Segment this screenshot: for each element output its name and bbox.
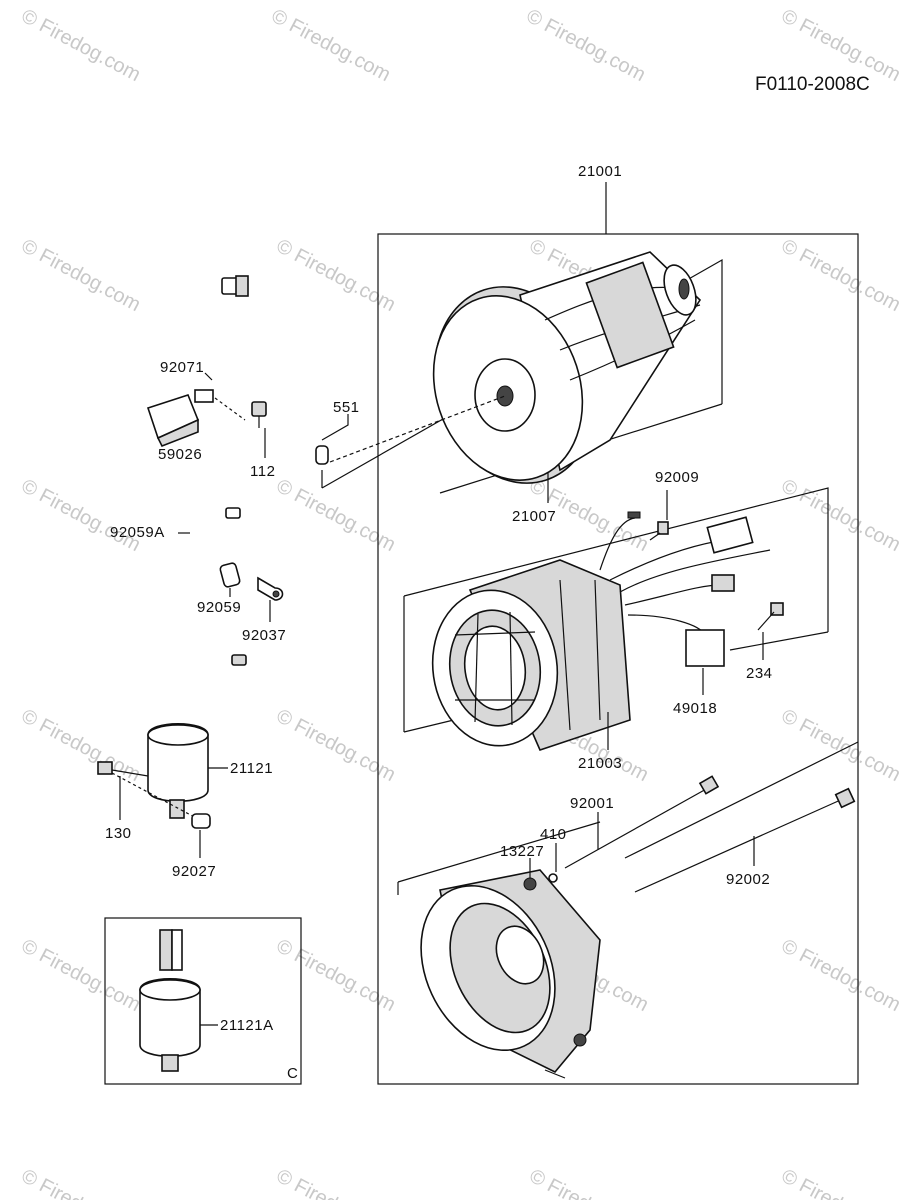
watermark-text: © Firedog.com [523, 5, 649, 86]
axis-line [329, 395, 506, 463]
part-label-21121: 21121 [230, 760, 273, 777]
part-label-21121a: 21121A [220, 1017, 274, 1034]
watermark-text: © Firedog.com [18, 5, 144, 86]
part-label-92027: 92027 [172, 863, 216, 880]
rotor-21007 [432, 251, 702, 484]
part-label-21003: 21003 [578, 755, 622, 772]
watermark-text: © Firedog.com [18, 235, 144, 316]
housing-subframe [397, 821, 601, 883]
part-label-59026: 59026 [158, 446, 202, 463]
part-label-410: 410 [540, 826, 567, 843]
part-label-21001: 21001 [578, 163, 622, 180]
housing-subframe [624, 741, 859, 859]
capacitor-21121 [147, 507, 247, 819]
axis-line [111, 772, 201, 821]
washer-410 [548, 873, 558, 883]
housing-13227 [420, 869, 601, 1079]
watermark-text: © Firedog.com [18, 935, 144, 1016]
watermark-text: © Firedog.com [273, 475, 399, 556]
bolt-112 [251, 401, 267, 428]
part-label-551: 551 [333, 399, 360, 416]
part-label-234: 234 [746, 665, 773, 682]
stator-21003 [431, 559, 631, 751]
part-label-13227: 13227 [500, 843, 544, 860]
part-label-92002: 92002 [726, 871, 770, 888]
assembly-frame [377, 233, 859, 1085]
watermark-text: © Firedog.com [273, 235, 399, 316]
watermark-text: © Firedog.com [778, 705, 904, 786]
stator-wiring [599, 511, 771, 667]
stator-subframe [729, 631, 829, 651]
part-label-49018: 49018 [673, 700, 717, 717]
terminal-92037 [257, 576, 284, 601]
watermark-text: © Firedog.com [526, 1165, 652, 1200]
part-label-130: 130 [105, 825, 132, 842]
axis-line [214, 397, 246, 421]
part-label-92037: 92037 [242, 627, 286, 644]
bolt-92001 [564, 775, 720, 869]
part-label-92001: 92001 [570, 795, 614, 812]
leader-line [321, 414, 349, 441]
bolt-92002 [634, 787, 856, 893]
watermark-text: © Firedog.com [778, 235, 904, 316]
watermark-text: © Firedog.com [778, 935, 904, 1016]
capacitor-21121a [139, 929, 201, 1072]
part-label-92009: 92009 [655, 469, 699, 486]
inset-frame [104, 917, 302, 1085]
part-label-21007: 21007 [512, 508, 556, 525]
cap-551 [315, 445, 329, 465]
watermark-text: © Firedog.com [273, 1165, 399, 1200]
watermark-text: © Firedog.com [18, 475, 144, 556]
insulator-92059 [219, 562, 241, 588]
bolt-130 [97, 761, 149, 777]
screw-92009 [649, 521, 669, 541]
cap-92027 [191, 813, 211, 829]
watermark-text: © Firedog.com [273, 705, 399, 786]
watermark-text: © Firedog.com [778, 1165, 904, 1200]
regulator-59026 [146, 389, 214, 448]
watermark-text: © Firedog.com [778, 475, 904, 556]
watermark-text: © Firedog.com [18, 1165, 144, 1200]
part-label-92071: 92071 [160, 359, 204, 376]
stator-subframe [403, 487, 829, 632]
watermark-text: © Firedog.com [273, 935, 399, 1016]
part-label-92059: 92059 [197, 599, 241, 616]
watermark-text: © Firedog.com [18, 705, 144, 786]
watermark-text: © Firedog.com [268, 5, 394, 86]
leader-line [204, 372, 213, 381]
drawing-code: F0110-2008C [755, 74, 870, 95]
harness-92071 [202, 275, 249, 396]
part-label-92059a: 92059A [110, 524, 165, 541]
screw-234 [757, 602, 784, 631]
part-label-112: 112 [250, 463, 275, 480]
inset-letter: C [287, 1065, 298, 1082]
